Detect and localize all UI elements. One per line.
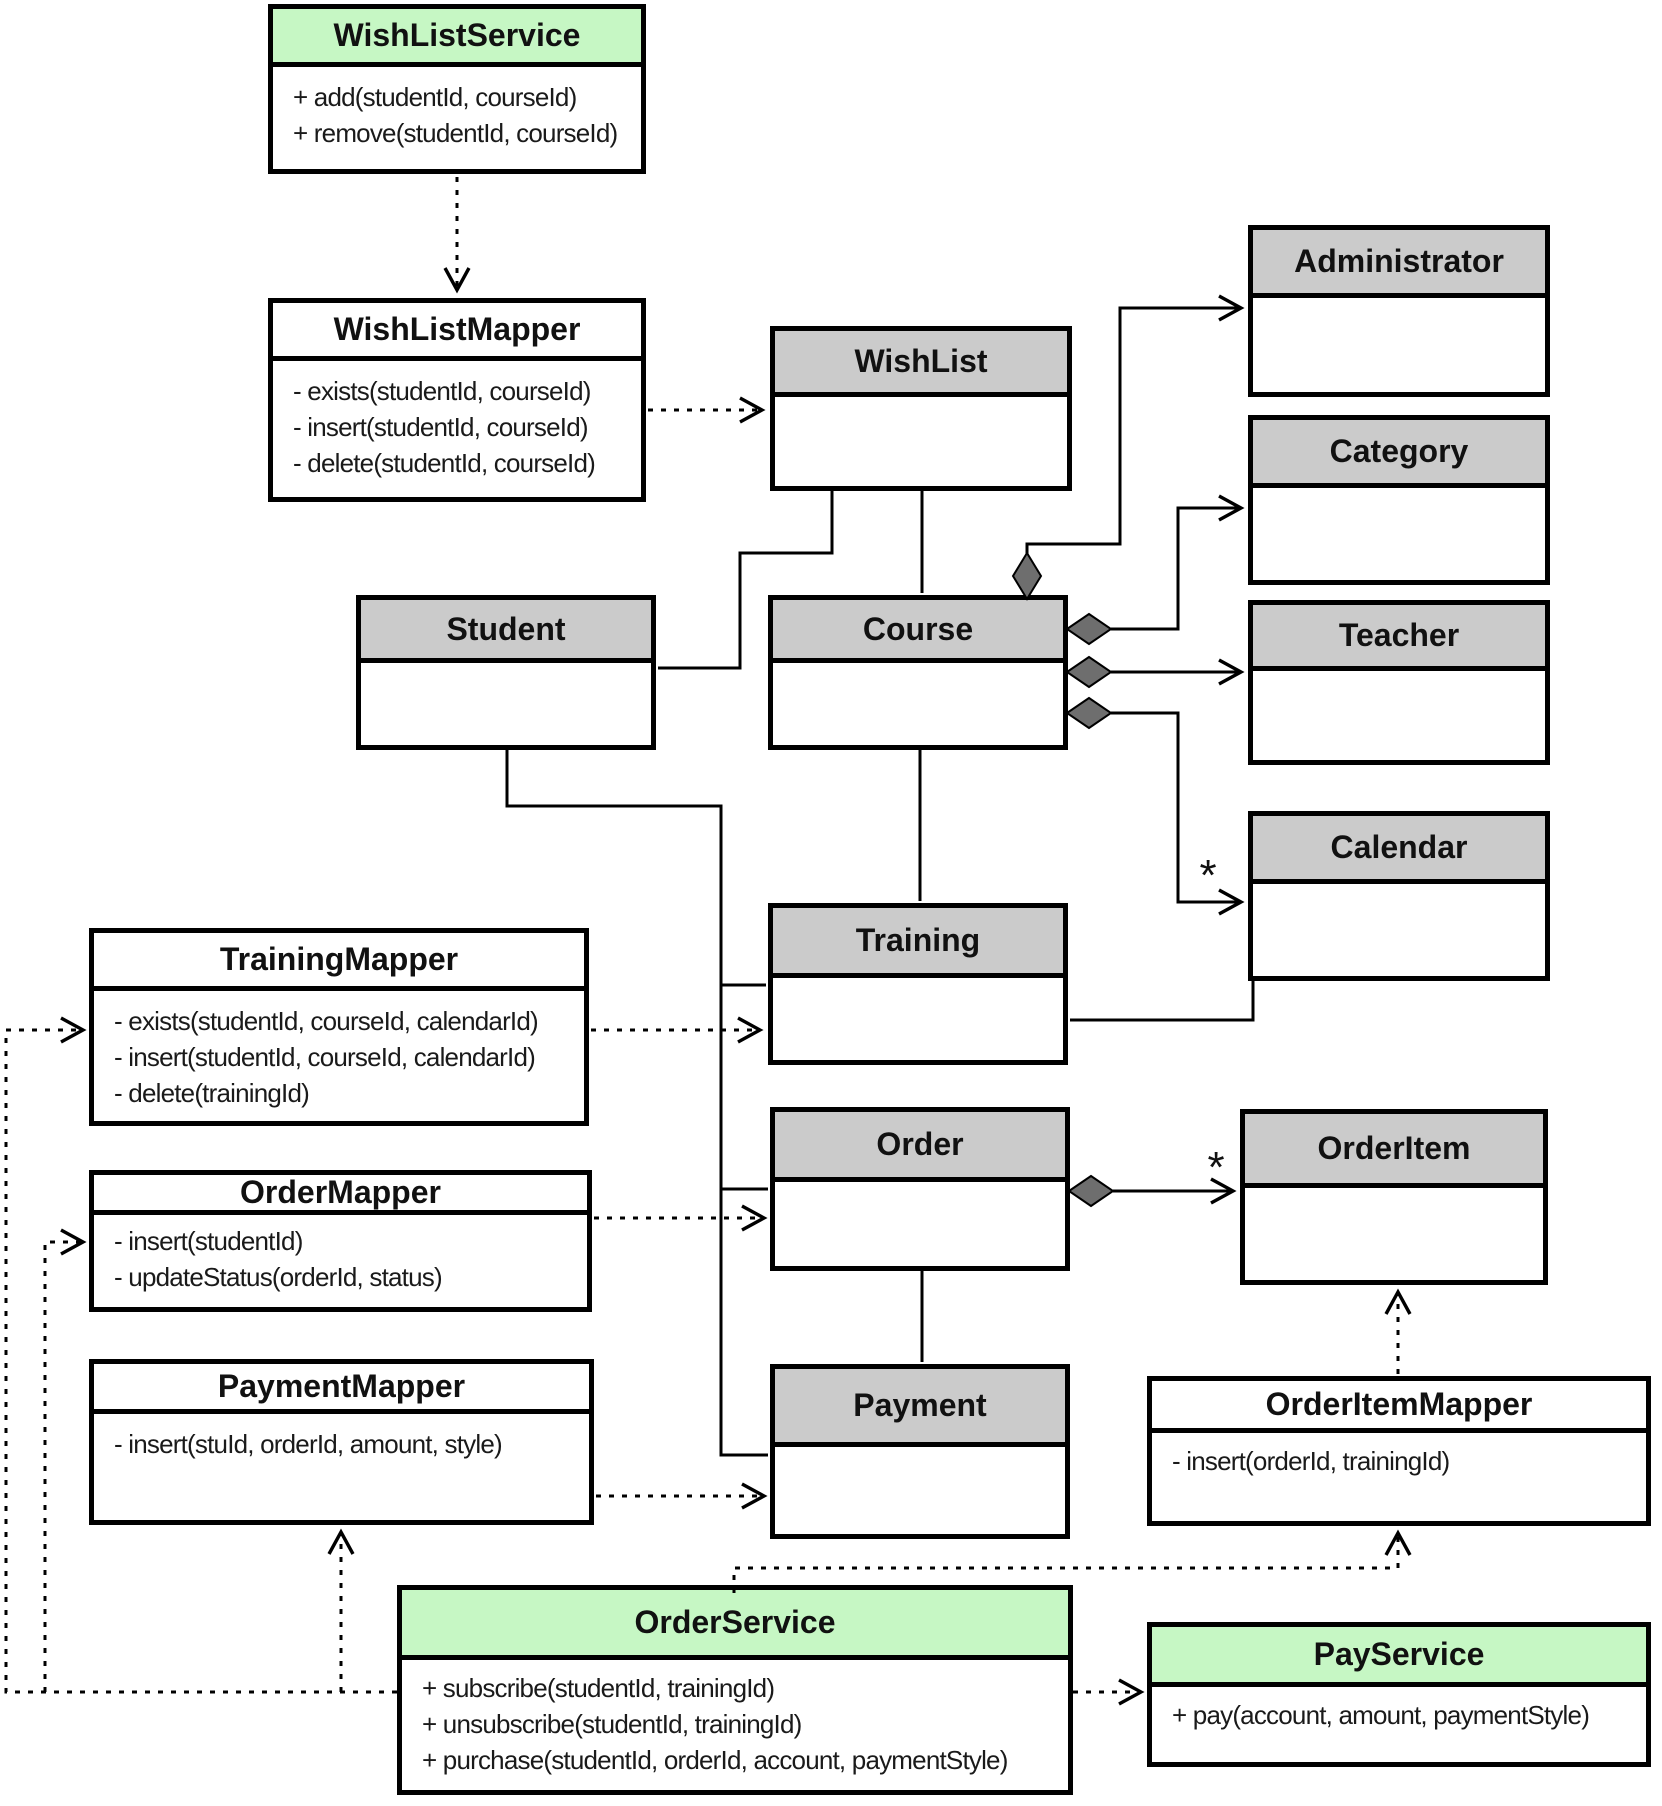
class-methods: - exists(studentId, courseId) - insert(s… [273, 361, 641, 481]
method: - exists(studentId, courseId) [293, 376, 591, 406]
class-body-empty [775, 1182, 1065, 1194]
class-box-teacher: Teacher [1248, 600, 1550, 765]
aggregation-diamond-administrator [1011, 551, 1043, 601]
dep-orderservice-ordermapper [43, 1228, 87, 1692]
multiplicity-orderitem: * [1207, 1143, 1224, 1192]
class-title: WishListMapper [273, 303, 641, 361]
class-title: Student [361, 600, 651, 663]
class-title: Training [773, 908, 1063, 978]
method: + unsubscribe(studentId, trainingId) [422, 1709, 802, 1739]
class-body-empty [1253, 298, 1545, 310]
class-methods: + subscribe(studentId, trainingId) + uns… [402, 1660, 1068, 1778]
method: - delete(trainingId) [114, 1078, 310, 1108]
class-body-empty [773, 663, 1063, 675]
class-title: OrderItem [1245, 1114, 1543, 1188]
aggregation-diamond-category [1065, 612, 1113, 646]
class-box-orderitem: OrderItem [1240, 1109, 1548, 1285]
class-title: OrderItemMapper [1152, 1381, 1646, 1433]
class-box-calendar: Calendar [1248, 811, 1550, 981]
dep-orderservice-orderitemmapper [732, 1529, 1412, 1593]
method: + remove(studentId, courseId) [293, 118, 618, 148]
class-title: Order [775, 1112, 1065, 1182]
class-body-empty [1253, 884, 1545, 896]
aggr-course-category [1111, 494, 1245, 631]
aggregation-diamond-calendar [1065, 696, 1113, 730]
class-box-order: Order [770, 1107, 1070, 1271]
class-box-wishlistmapper: WishListMapper - exists(studentId, cours… [268, 298, 646, 502]
class-methods: - insert(studentId) - updateStatus(order… [94, 1215, 587, 1295]
method: - insert(studentId) [114, 1226, 303, 1256]
class-box-student: Student [356, 595, 656, 750]
class-title: OrderMapper [94, 1174, 587, 1215]
method: - delete(studentId, courseId) [293, 448, 596, 478]
class-title: PayService [1152, 1627, 1646, 1687]
class-title: PaymentMapper [94, 1364, 589, 1414]
class-box-wishlist: WishList [770, 326, 1072, 491]
class-box-trainingmapper: TrainingMapper - exists(studentId, cours… [89, 928, 589, 1126]
multiplicity-calendar: * [1199, 851, 1216, 900]
method: + add(studentId, courseId) [293, 82, 577, 112]
class-box-paymentmapper: PaymentMapper - insert(stuId, orderId, a… [89, 1359, 594, 1525]
method: - exists(studentId, courseId, calendarId… [114, 1006, 539, 1036]
class-box-payservice: PayService + pay(account, amount, paymen… [1147, 1622, 1651, 1767]
class-body-empty [1253, 671, 1545, 683]
class-title: Administrator [1253, 230, 1545, 298]
class-title: OrderService [402, 1590, 1068, 1660]
method: + subscribe(studentId, trainingId) [422, 1673, 775, 1703]
method: + pay(account, amount, paymentStyle) [1172, 1700, 1590, 1730]
class-title: Payment [775, 1369, 1065, 1447]
method: - insert(orderId, trainingId) [1172, 1446, 1450, 1476]
method: - insert(studentId, courseId, calendarId… [114, 1042, 536, 1072]
class-title: Calendar [1253, 816, 1545, 884]
class-methods: - insert(orderId, trainingId) [1152, 1433, 1646, 1479]
class-box-wishlistservice: WishListService + add(studentId, courseI… [268, 4, 646, 174]
class-methods: + pay(account, amount, paymentStyle) [1152, 1687, 1646, 1733]
class-title: TrainingMapper [94, 933, 584, 991]
aggregation-diamond-teacher [1065, 655, 1113, 689]
aggregation-diamond-orderitem [1067, 1174, 1115, 1208]
class-body-empty [775, 1447, 1065, 1459]
class-title: WishList [775, 331, 1067, 397]
class-box-course: Course [768, 595, 1068, 750]
class-box-administrator: Administrator [1248, 225, 1550, 397]
method: + purchase(studentId, orderId, account, … [422, 1745, 1008, 1775]
class-box-category: Category [1248, 415, 1550, 585]
class-box-orderitemmapper: OrderItemMapper - insert(orderId, traini… [1147, 1376, 1651, 1526]
class-body-empty [1245, 1188, 1543, 1200]
class-body-empty [775, 397, 1067, 409]
class-body-empty [773, 978, 1063, 990]
class-box-payment: Payment [770, 1364, 1070, 1539]
class-methods: + add(studentId, courseId) + remove(stud… [273, 67, 641, 151]
class-box-training: Training [768, 903, 1068, 1065]
class-box-ordermapper: OrderMapper - insert(studentId) - update… [89, 1170, 592, 1312]
class-methods: - insert(stuId, orderId, amount, style) [94, 1414, 589, 1462]
aggr-course-calendar [1111, 711, 1245, 916]
class-title: Course [773, 600, 1063, 663]
class-title: WishListService [273, 9, 641, 67]
method: - insert(studentId, courseId) [293, 412, 589, 442]
class-methods: - exists(studentId, courseId, calendarId… [94, 991, 584, 1111]
method: - updateStatus(orderId, status) [114, 1262, 443, 1292]
class-box-orderservice: OrderService + subscribe(studentId, trai… [397, 1585, 1073, 1795]
class-title: Teacher [1253, 605, 1545, 671]
method: - insert(stuId, orderId, amount, style) [114, 1429, 503, 1459]
assoc-calendar-training [1070, 981, 1255, 1022]
class-body-empty [361, 663, 651, 675]
class-body-empty [1253, 488, 1545, 500]
class-title: Category [1253, 420, 1545, 488]
